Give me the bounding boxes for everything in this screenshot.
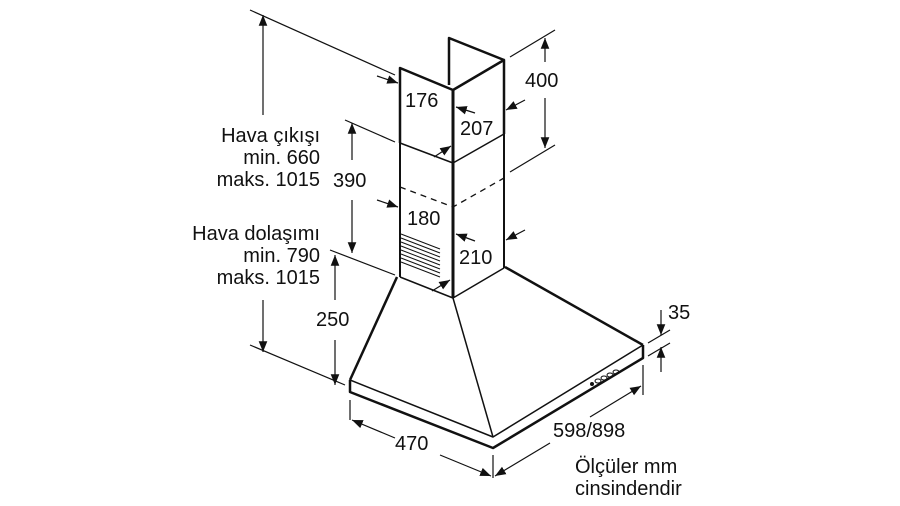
air-outlet-min: min. 660 [243,147,320,169]
recirculation-min: min. 790 [243,245,320,267]
units-note-line1: Ölçüler mm [575,456,678,478]
air-outlet-max: maks. 1015 [216,169,320,191]
dim-176: 176 [405,90,439,112]
hood-outline [348,36,645,450]
air-outlet-label: Hava çıkışı min. 660 maks. 1015 [180,125,320,191]
dim-598-898: 598/898 [553,420,626,442]
dim-250: 250 [316,309,350,331]
dim-180: 180 [407,208,441,230]
air-outlet-title: Hava çıkışı [221,125,320,147]
dim-400: 400 [525,70,559,92]
dimension-lines [249,9,671,478]
control-buttons [590,369,620,386]
recirculation-title: Hava dolaşımı [192,223,320,245]
dim-35: 35 [668,302,691,324]
dim-210: 210 [459,247,493,269]
units-note: Ölçüler mm cinsindendir [575,456,682,500]
recirculation-max: maks. 1015 [216,267,320,289]
dim-390: 390 [333,170,367,192]
recirculation-label: Hava dolaşımı min. 790 maks. 1015 [180,223,320,289]
units-note-line2: cinsindendir [575,478,682,500]
dim-207: 207 [460,118,494,140]
vent-grille [400,233,441,278]
dim-470: 470 [395,433,429,455]
